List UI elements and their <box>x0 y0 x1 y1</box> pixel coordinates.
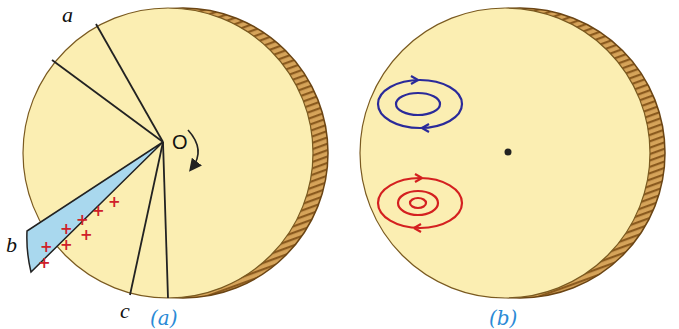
point-label: b <box>6 234 17 256</box>
charge-sign: + <box>60 222 73 237</box>
charge-sign: + <box>80 228 93 243</box>
charge-sign: + <box>38 256 51 271</box>
center-label: O <box>172 132 188 152</box>
charge-sign: + <box>108 195 121 210</box>
disk-face <box>360 8 650 298</box>
figure-caption: (b) <box>489 308 517 328</box>
charge-sign: + <box>40 240 53 255</box>
radial-lines <box>52 24 168 298</box>
eddy-current-blue <box>378 76 462 132</box>
charged-wedge <box>27 142 163 272</box>
center-dot <box>505 149 512 156</box>
charge-sign: + <box>76 213 89 228</box>
eddy-current-red <box>378 174 462 232</box>
disk-face <box>23 8 313 298</box>
point-label: a <box>62 4 73 26</box>
charge-sign: + <box>92 204 105 219</box>
charge-sign: + <box>60 238 73 253</box>
rotation-arrow <box>188 130 198 168</box>
figure-caption: (a) <box>150 308 178 328</box>
point-label: c <box>120 300 130 322</box>
